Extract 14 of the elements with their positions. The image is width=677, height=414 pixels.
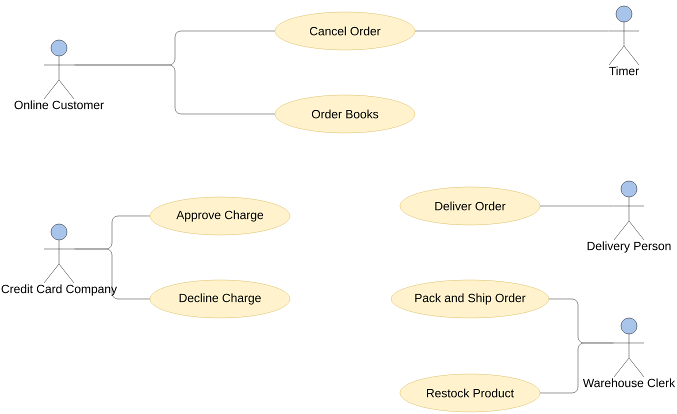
association-line bbox=[540, 342, 614, 394]
actor: Warehouse Clerk bbox=[582, 318, 676, 388]
node-label: Warehouse Clerk bbox=[582, 378, 676, 388]
node-label: Delivery Person bbox=[588, 241, 671, 253]
actor: Delivery Person bbox=[588, 180, 671, 253]
association-line bbox=[74, 248, 150, 300]
actor: Timer bbox=[608, 6, 640, 76]
actor: Credit Card Company bbox=[2, 224, 117, 296]
actor: Online Customer bbox=[14, 40, 104, 110]
node-label: Online Customer bbox=[14, 100, 104, 110]
node-label: Timer bbox=[609, 66, 639, 76]
association-line bbox=[415, 30, 609, 32]
node-label: Credit Card Company bbox=[2, 284, 117, 296]
association-line bbox=[74, 64, 275, 114]
